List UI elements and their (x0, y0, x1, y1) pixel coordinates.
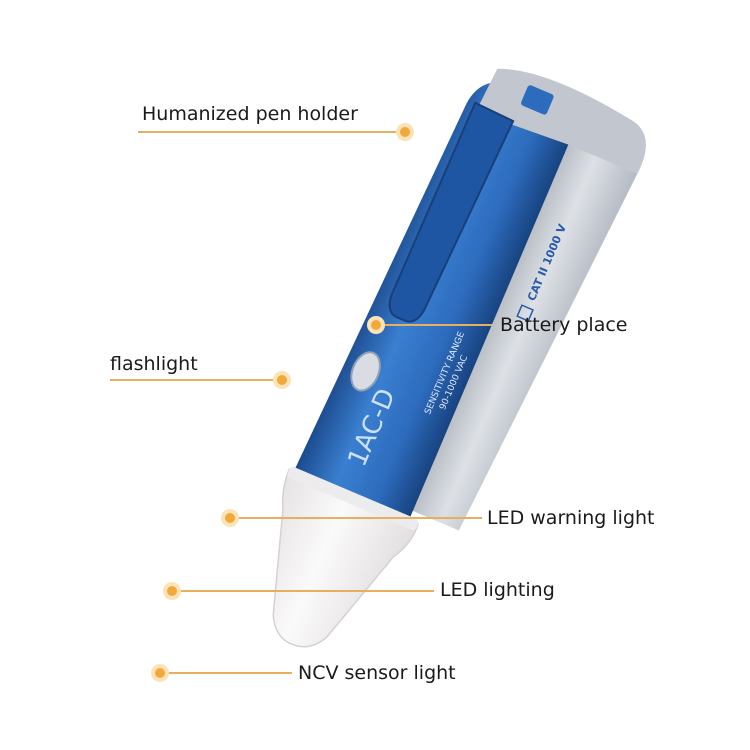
double-insulation-symbol (516, 304, 534, 322)
callout-label-led-lighting: LED lighting (440, 579, 555, 601)
flashlight-button (350, 351, 381, 392)
callout-dot-flashlight (273, 371, 291, 389)
voltage-tester-pen: 1AC-D SENSITIVITY RANGE 90-1000 VAC CAT … (272, 68, 646, 648)
callout-dot-battery (367, 316, 385, 334)
callout-label-ncv: NCV sensor light (298, 662, 456, 684)
callout-dot-holder (396, 123, 414, 141)
callout-label-flashlight: flashlight (110, 353, 198, 375)
pen-silver-side (399, 101, 643, 531)
callout-label-holder: Humanized pen holder (142, 103, 358, 125)
callout-label-led-warning: LED warning light (487, 507, 655, 529)
pen-top-cap (475, 68, 646, 174)
pen-clip-slot (521, 85, 554, 115)
pen-clip (388, 101, 515, 323)
pen-blue-body (293, 82, 582, 521)
callout-dot-led-lighting (163, 582, 181, 600)
callout-dot-led-warning (221, 509, 239, 527)
callout-label-battery: Battery place (500, 314, 628, 336)
pen-tip-collar (287, 466, 419, 531)
callout-dot-ncv (151, 664, 169, 682)
